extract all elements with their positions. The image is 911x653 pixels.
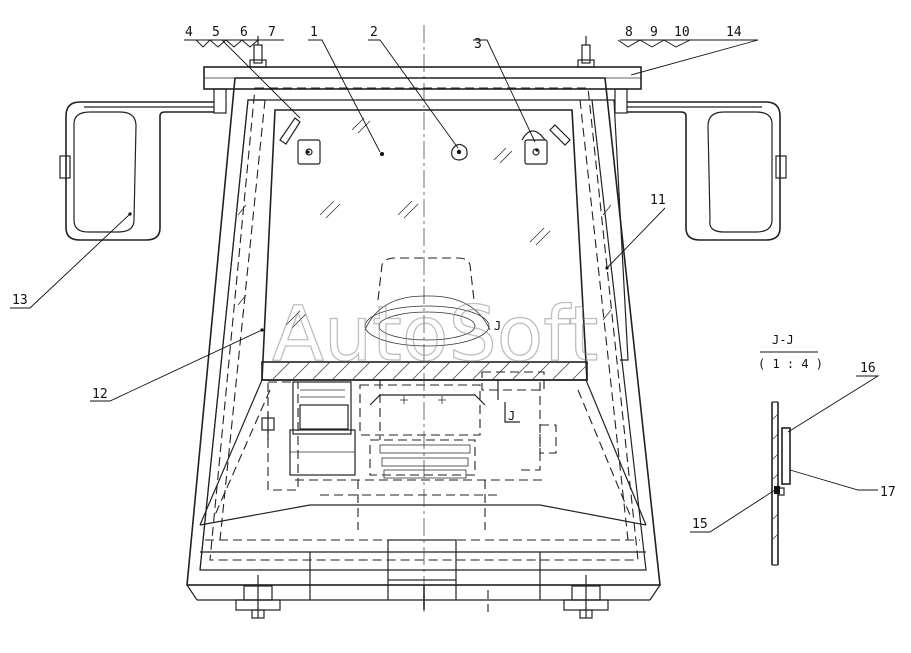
dashboard-panel: [261, 361, 588, 381]
glass-bracket-left: [279, 117, 321, 165]
mount-foot-left: [235, 575, 281, 619]
callout-16: 16: [860, 361, 876, 376]
callout-11: 11: [650, 193, 666, 208]
callout-2: 2: [370, 25, 378, 40]
callout-15: 15: [692, 517, 708, 532]
callout-5: 5: [212, 25, 220, 40]
section-title: J-J: [772, 333, 794, 347]
callout-13: 13: [12, 293, 28, 308]
left-side-panel: [199, 99, 265, 571]
callout-1: 1: [310, 25, 318, 40]
mount-foot-right: [563, 575, 609, 619]
callout-14: 14: [726, 25, 742, 40]
callout-7: 7: [268, 25, 276, 40]
section-scale: ( 1 : 4 ): [758, 357, 823, 371]
floor-base: [387, 539, 489, 612]
section-jj-detail: [771, 401, 791, 566]
leader-dots: [128, 148, 609, 332]
callout-9: 9: [650, 25, 658, 40]
left-mirror-assembly: [59, 101, 214, 241]
right-panel-edge: [579, 99, 629, 541]
callout-10: 10: [674, 25, 690, 40]
glass-bracket-right: [521, 124, 571, 165]
left-panel-edge: [219, 99, 266, 541]
callout-8: 8: [625, 25, 633, 40]
section-marker-label-lower: J: [508, 409, 515, 423]
roof-bolt-right: [577, 36, 595, 68]
section-marker: [497, 380, 520, 423]
roof-bolt-left: [249, 36, 267, 68]
callout-12: 12: [92, 387, 108, 402]
control-console: [261, 371, 557, 530]
callout-3: 3: [474, 37, 482, 52]
watermark: AutoSoft: [272, 289, 598, 378]
operator-seat: [364, 257, 491, 347]
leader-lines: [10, 39, 880, 533]
section-marker-label-upper: J: [494, 319, 501, 333]
roof-beam: [203, 66, 642, 114]
right-mirror-assembly: [627, 101, 787, 241]
callout-17: 17: [880, 485, 896, 500]
right-side-panel: [592, 99, 629, 361]
callout-4: 4: [185, 25, 193, 40]
callout-6: 6: [240, 25, 248, 40]
